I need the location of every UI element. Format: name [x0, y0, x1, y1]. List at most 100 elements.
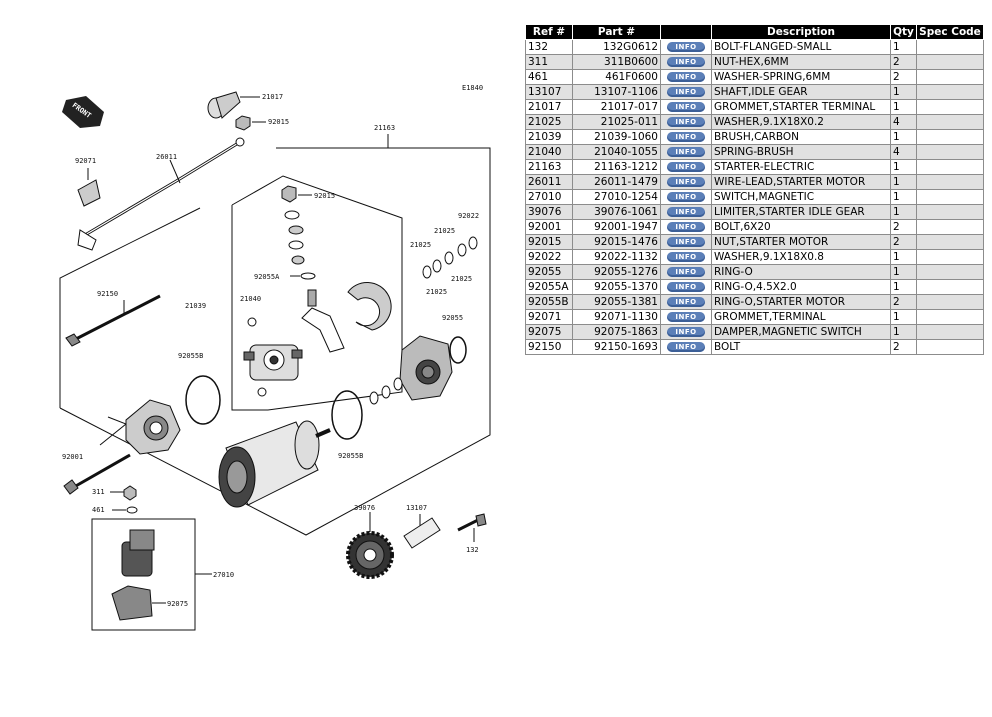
info-button[interactable]: INFO [667, 42, 705, 52]
info-button[interactable]: INFO [667, 87, 705, 97]
col-ref: Ref # [525, 24, 573, 40]
info-button[interactable]: INFO [667, 207, 705, 217]
info-button[interactable]: INFO [667, 72, 705, 82]
cell-description: WIRE-LEAD,STARTER MOTOR [711, 174, 891, 190]
table-header-row: Ref # Part # Description Qty Spec Code [525, 24, 984, 40]
info-button[interactable]: INFO [667, 252, 705, 262]
cell-ref: 92055A [525, 279, 573, 295]
cell-description: LIMITER,STARTER IDLE GEAR [711, 204, 891, 220]
cell-spec-code [916, 264, 984, 280]
callout-92015-mid: 92015 [314, 192, 335, 200]
diagram-code: E1840 [462, 84, 483, 92]
info-button[interactable]: INFO [667, 267, 705, 277]
cell-qty: 1 [890, 309, 917, 325]
info-button[interactable]: INFO [667, 162, 705, 172]
info-button[interactable]: INFO [667, 117, 705, 127]
cell-qty: 2 [890, 234, 917, 250]
info-button[interactable]: INFO [667, 342, 705, 352]
cell-part-number: 21017-017 [572, 99, 661, 115]
cell-description: RING-O,STARTER MOTOR [711, 294, 891, 310]
cell-info: INFO [660, 294, 712, 310]
parts-diagram: FRONT E1840 [59, 84, 491, 631]
cell-description: WASHER,9.1X18X0.2 [711, 114, 891, 130]
info-button[interactable]: INFO [667, 177, 705, 187]
cell-spec-code [916, 189, 984, 205]
cell-description: WASHER,9.1X18X0.8 [711, 249, 891, 265]
callout-21163: 21163 [374, 124, 395, 132]
cell-info: INFO [660, 219, 712, 235]
cell-description: STARTER-ELECTRIC [711, 159, 891, 175]
info-button[interactable]: INFO [667, 297, 705, 307]
info-button[interactable]: INFO [667, 102, 705, 112]
cell-part-number: 92055-1276 [572, 264, 661, 280]
cell-ref: 92055B [525, 294, 573, 310]
info-button[interactable]: INFO [667, 282, 705, 292]
callout-92055a: 92055A [254, 273, 280, 281]
cell-info: INFO [660, 339, 712, 355]
cell-qty: 1 [890, 159, 917, 175]
cell-info: INFO [660, 54, 712, 70]
cell-spec-code [916, 249, 984, 265]
front-housing [125, 399, 181, 455]
col-info [660, 24, 712, 40]
cell-spec-code [916, 39, 984, 55]
info-button[interactable]: INFO [667, 327, 705, 337]
info-button[interactable]: INFO [667, 237, 705, 247]
callout-92022: 92022 [458, 212, 479, 220]
cell-description: WASHER-SPRING,6MM [711, 69, 891, 85]
nut-washer-stack [281, 185, 316, 280]
info-button[interactable]: INFO [667, 222, 705, 232]
cell-spec-code [916, 84, 984, 100]
cell-qty: 1 [890, 189, 917, 205]
info-button[interactable]: INFO [667, 132, 705, 142]
cell-ref: 132 [525, 39, 573, 55]
bolt-92150 [65, 294, 161, 347]
info-button[interactable]: INFO [667, 147, 705, 157]
cell-spec-code [916, 129, 984, 145]
cell-description: GROMMET,STARTER TERMINAL [711, 99, 891, 115]
cell-spec-code [916, 144, 984, 160]
info-button[interactable]: INFO [667, 192, 705, 202]
cell-info: INFO [660, 129, 712, 145]
callout-92150: 92150 [97, 290, 118, 298]
cell-info: INFO [660, 114, 712, 130]
cell-info: INFO [660, 39, 712, 55]
cell-qty: 1 [890, 129, 917, 145]
cell-part-number: 92150-1693 [572, 339, 661, 355]
bolt-132 [457, 513, 487, 542]
cell-description: BRUSH,CARBON [711, 129, 891, 145]
info-button[interactable]: INFO [667, 57, 705, 67]
cell-info: INFO [660, 249, 712, 265]
cell-ref: 26011 [525, 174, 573, 190]
cell-spec-code [916, 324, 984, 340]
shaft-washers [369, 377, 403, 405]
callout-92071: 92071 [75, 157, 96, 165]
cell-info: INFO [660, 204, 712, 220]
brush-box-outline [231, 175, 403, 411]
info-button[interactable]: INFO [667, 312, 705, 322]
cell-ref: 21039 [525, 129, 573, 145]
cell-description: BOLT [711, 339, 891, 355]
callout-39076: 39076 [354, 504, 375, 512]
cell-part-number: 92071-1130 [572, 309, 661, 325]
cell-ref: 92015 [525, 234, 573, 250]
cell-qty: 4 [890, 114, 917, 130]
col-part: Part # [572, 24, 661, 40]
cell-description: NUT-HEX,6MM [711, 54, 891, 70]
callout-92015-top: 92015 [268, 118, 289, 126]
cell-qty: 1 [890, 249, 917, 265]
cell-info: INFO [660, 174, 712, 190]
bolt-92001 [63, 453, 131, 495]
grommet-92071 [77, 168, 101, 207]
cell-info: INFO [660, 84, 712, 100]
